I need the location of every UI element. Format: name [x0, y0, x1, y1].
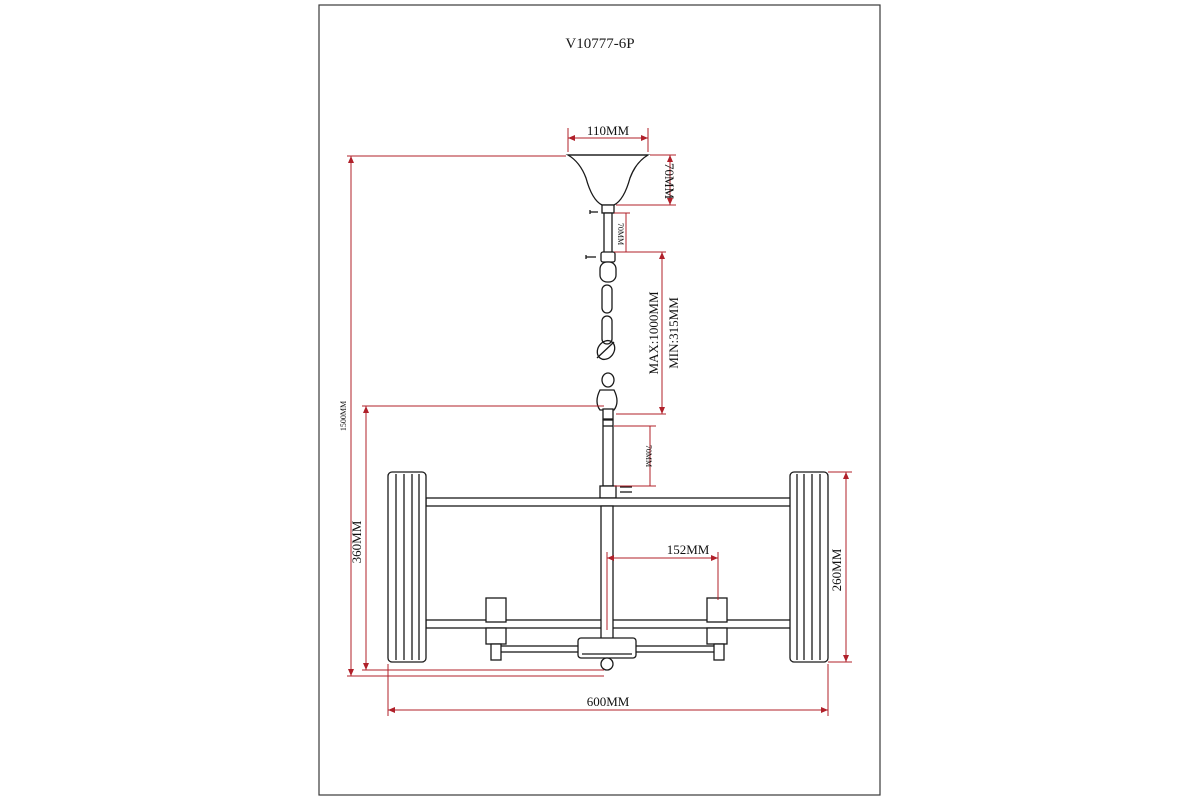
screw-icon: [585, 255, 596, 259]
chain-min-label: MIN:315MM: [666, 297, 681, 369]
drawing-frame: [318, 4, 881, 796]
chain: [596, 251, 618, 420]
top-frame-bar: [425, 497, 793, 507]
bottom-rod-label: 70MM: [644, 445, 653, 467]
center-hub: [577, 637, 637, 659]
shade-height-label: 260MM: [829, 548, 844, 591]
canopy-height-label: 70MM: [662, 163, 677, 200]
canopy-collar: [601, 204, 615, 214]
bottom-rod: [602, 419, 614, 487]
right-shade: [789, 471, 829, 663]
left-socket: [485, 597, 507, 645]
overall-height-label: 1500MM: [339, 401, 348, 431]
canopy-width-label: 110MM: [587, 123, 630, 138]
top-rod: [603, 212, 613, 254]
model-code: V10777-6P: [565, 36, 634, 52]
screw-icon: [589, 210, 598, 214]
body-height-label: 360MM: [349, 520, 364, 563]
finial: [600, 657, 614, 671]
top-rod-label: 70MM: [616, 223, 625, 245]
dimension-lines: [347, 128, 852, 716]
left-shade: [387, 471, 427, 663]
chain-max-label: MAX:1000MM: [646, 291, 661, 375]
arm-length-label: 152MM: [667, 542, 710, 557]
lamp-body: [387, 154, 829, 671]
canopy: [565, 154, 651, 206]
screw-icon: [620, 486, 632, 493]
lower-arm-left-cap: [490, 643, 502, 661]
overall-width-label: 600MM: [587, 694, 630, 709]
right-socket: [706, 597, 728, 645]
lower-arm-right-cap: [713, 643, 725, 661]
